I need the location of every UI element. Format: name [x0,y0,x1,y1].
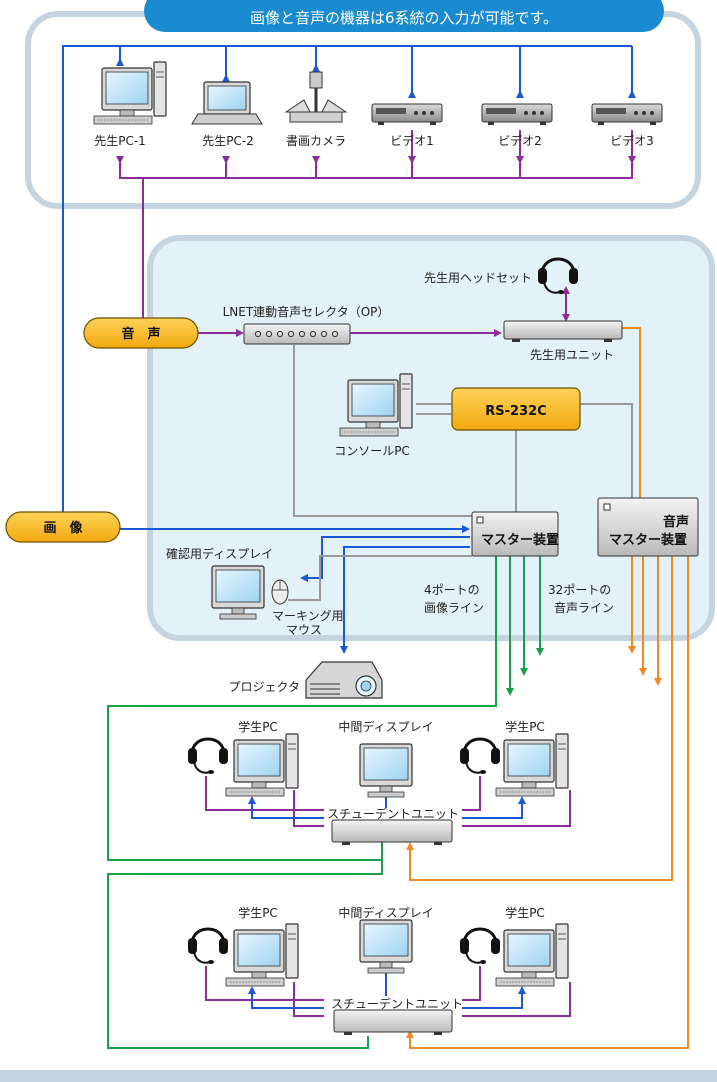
projector-label: プロジェクタ [228,680,300,694]
teacher-unit-label: 先生用ユニット [530,348,614,362]
orange-wiring [409,327,689,1049]
source-label-pc2: 先生PC-2 [202,134,254,148]
video-lines-label-2: 画像ライン [424,601,484,615]
rs232c-badge: RS-232C [451,387,581,431]
console-pc-label: コンソールPC [334,444,410,458]
source-label-video3: ビデオ3 [610,133,654,148]
g1-middle-label: 中間ディスプレイ [338,719,433,734]
mouse-icon [271,579,289,605]
source-label-pc1: 先生PC-1 [94,134,146,148]
source-video-3 [591,103,663,126]
student-group-1 [186,733,571,845]
source-document-camera [284,71,348,123]
audio-lines-label-2: 音声ライン [554,600,614,615]
video-badge: 画 像 [5,511,121,543]
source-video-2 [481,103,553,126]
source-laptop [191,81,263,125]
footer-strip [0,1070,717,1082]
g2-left-pc-label: 学生PC [238,905,278,920]
banner-text: 画像と音声の機器は6系統の入力が可能です。 [250,9,558,27]
marking-mouse-label-1: マーキング用 [272,609,344,623]
g1-left-pc-label: 学生PC [238,719,278,734]
green-wiring [107,556,541,1049]
video-badge-label: 画 像 [43,520,83,536]
teacher-unit [503,320,623,342]
headset-label: 先生用ヘッドセット [424,271,532,285]
audio-master-label-1: 音声 [663,514,689,530]
source-label-camera: 書画カメラ [286,134,346,148]
video-arrows [116,58,636,654]
master-unit-label: マスター装置 [481,532,559,548]
master-unit [471,511,559,557]
audio-master-unit [597,497,699,557]
video-wiring [62,45,633,646]
audio-lines-label-1: 32ポートの [548,583,611,597]
audio-badge-label: 音 声 [121,326,160,342]
audio-arrows [116,156,636,337]
g2-unit-label: スチューデントユニット [331,996,463,1011]
selector-label: LNET連動音声セレクタ（OP） [223,304,390,319]
control-wiring [288,345,633,601]
rs232c-label: RS-232C [485,404,546,419]
student-group-2 [186,919,571,1035]
banner [144,0,664,32]
audio-master-label-2: マスター装置 [609,532,687,548]
source-label-video1: ビデオ1 [390,133,434,148]
source-label-video2: ビデオ2 [498,133,542,148]
marking-mouse-label-2: マウス [286,623,322,637]
video-lines-label-1: 4ポートの [424,583,480,597]
green-arrows [506,648,544,696]
projector-icon [305,661,383,699]
confirm-display-label: 確認用ディスプレイ [166,546,273,561]
g1-right-pc-label: 学生PC [505,719,545,734]
g1-unit-label: スチューデントユニット [327,806,459,821]
audio-selector [243,323,351,345]
audio-badge: 音 声 [83,317,199,349]
g2-right-pc-label: 学生PC [505,905,545,920]
orange-arrows [406,646,662,1038]
g2-middle-label: 中間ディスプレイ [338,905,433,920]
source-video-1 [371,103,443,126]
